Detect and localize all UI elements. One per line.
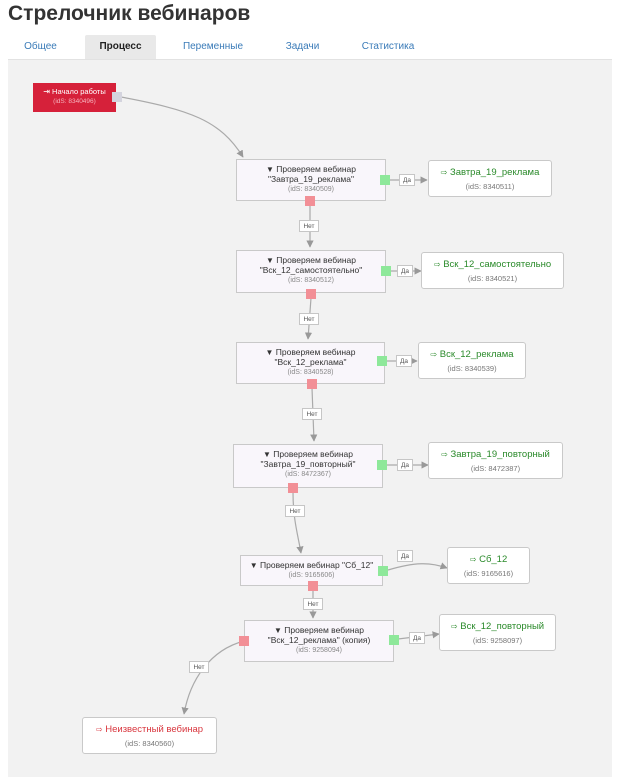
no-port-4[interactable] (288, 483, 298, 493)
goal-label: Вск_12_самостоятельно (443, 259, 552, 270)
goal-label: Сб_12 (479, 554, 508, 565)
condition-id: (idS: 9165606) (288, 572, 335, 579)
edge-label-yes: Да (397, 265, 413, 277)
goal-node-6[interactable]: ⇨ Вск_12_повторный (idS: 9258097) (439, 614, 556, 651)
tab-tasks[interactable]: Задачи (285, 41, 320, 52)
goal-id: (idS: 8472387) (470, 464, 521, 473)
no-port-2[interactable] (306, 289, 316, 299)
goal-id: (idS: 8340560) (124, 739, 175, 748)
edge-label-yes: Да (396, 355, 412, 367)
condition-title: Проверяем вебинар (284, 625, 364, 635)
tab-variables[interactable]: Переменные (182, 41, 244, 52)
yes-port-6[interactable] (389, 635, 399, 645)
edge-label-yes: Да (399, 174, 415, 186)
condition-node-6[interactable]: ▼ Проверяем вебинар "Вск_12_реклама" (ко… (244, 620, 394, 662)
condition-subtitle: "Завтра_19_повторный" (260, 459, 356, 469)
no-port-6[interactable] (239, 636, 249, 646)
sign-out-icon: ⇨ (450, 622, 458, 631)
condition-title: Проверяем вебинар (276, 164, 356, 174)
goal-node-unknown[interactable]: ⇨ Неизвестный вебинар (idS: 8340560) (82, 717, 217, 754)
edge-label-no: Нет (285, 505, 305, 517)
tab-bar: Общее Процесс Переменные Задачи Статисти… (8, 35, 612, 59)
sign-out-icon: ⇨ (440, 168, 448, 177)
goal-label: Вск_12_реклама (439, 349, 514, 360)
goal-node-5[interactable]: ⇨ Сб_12 (idS: 9165616) (447, 547, 530, 584)
start-id: (idS: 8340496) (53, 98, 96, 105)
filter-icon: ▼ (266, 256, 274, 265)
condition-title: Проверяем вебинар (276, 255, 356, 265)
tab-general[interactable]: Общее (24, 41, 57, 52)
filter-icon: ▼ (265, 348, 274, 357)
start-node[interactable]: ⇥ Начало работы (idS: 8340496) (33, 83, 116, 112)
page-title: Стрелочник вебинаров (8, 2, 251, 25)
condition-id: (idS: 8340528) (287, 369, 334, 376)
condition-title: Проверяем вебинар (275, 347, 356, 357)
condition-subtitle: "Вск_12_самостоятельно" (259, 265, 363, 275)
sign-out-icon: ⇨ (95, 725, 103, 734)
goal-id: (idS: 8340539) (447, 364, 497, 373)
edge-label-yes: Да (397, 550, 413, 562)
edge-label-no: Нет (299, 220, 319, 232)
goal-label: Завтра_19_повторный (450, 449, 550, 460)
goal-node-1[interactable]: ⇨ Завтра_19_реклама (idS: 8340511) (428, 160, 552, 197)
condition-node-1[interactable]: ▼ Проверяем вебинар "Завтра_19_реклама" … (236, 159, 386, 201)
start-label: Начало работы (52, 87, 106, 96)
condition-node-2[interactable]: ▼ Проверяем вебинар "Вск_12_самостоятель… (236, 250, 386, 293)
yes-port-5[interactable] (378, 566, 388, 576)
condition-id: (idS: 8472367) (285, 471, 331, 478)
tab-process[interactable]: Процесс (85, 35, 156, 59)
goal-node-4[interactable]: ⇨ Завтра_19_повторный (idS: 8472387) (428, 442, 563, 479)
edge-label-no: Нет (299, 313, 319, 325)
filter-icon: ▼ (274, 626, 282, 635)
condition-subtitle: "Завтра_19_реклама" (267, 174, 354, 184)
edge-label-yes: Да (409, 632, 425, 644)
goal-label: Завтра_19_реклама (449, 167, 540, 178)
start-output-port[interactable] (112, 92, 122, 102)
yes-port-2[interactable] (381, 266, 391, 276)
edge-label-no: Нет (189, 661, 209, 673)
goal-id: (idS: 9258097) (472, 636, 523, 645)
sign-out-icon: ⇨ (430, 350, 438, 359)
sign-in-icon: ⇥ (43, 87, 50, 96)
edge-label-no: Нет (302, 408, 322, 420)
condition-node-3[interactable]: ▼ Проверяем вебинар "Вск_12_реклама" (id… (236, 342, 385, 384)
edge-label-yes: Да (397, 459, 413, 471)
goal-id: (idS: 9165616) (463, 569, 514, 578)
edge-label-no: Нет (303, 598, 323, 610)
sign-out-icon: ⇨ (469, 555, 477, 564)
no-port-3[interactable] (307, 379, 317, 389)
yes-port-3[interactable] (377, 356, 387, 366)
filter-icon: ▼ (263, 450, 271, 459)
no-port-1[interactable] (305, 196, 315, 206)
goal-label: Неизвестный вебинар (105, 724, 204, 735)
condition-id: (idS: 8340509) (288, 186, 334, 193)
sign-out-icon: ⇨ (441, 450, 448, 459)
filter-icon: ▼ (266, 165, 274, 174)
goal-node-2[interactable]: ⇨ Вск_12_самостоятельно (idS: 8340521) (421, 252, 564, 289)
condition-title: Проверяем вебинар "Сб_12" (260, 560, 374, 570)
tab-statistics[interactable]: Статистика (361, 41, 415, 52)
sign-out-icon: ⇨ (433, 260, 441, 269)
filter-icon: ▼ (249, 561, 258, 570)
condition-id: (idS: 9258094) (296, 647, 342, 654)
goal-node-3[interactable]: ⇨ Вск_12_реклама (idS: 8340539) (418, 342, 526, 379)
condition-subtitle: "Вск_12_реклама" (274, 357, 347, 367)
yes-port-4[interactable] (377, 460, 387, 470)
goal-id: (idS: 8340511) (465, 182, 515, 191)
condition-subtitle: "Вск_12_реклама" (копия) (267, 635, 371, 645)
yes-port-1[interactable] (380, 175, 390, 185)
goal-id: (idS: 8340521) (467, 274, 518, 283)
condition-id: (idS: 8340512) (288, 277, 334, 284)
condition-node-4[interactable]: ▼ Проверяем вебинар "Завтра_19_повторный… (233, 444, 383, 488)
no-port-5[interactable] (308, 581, 318, 591)
goal-label: Вск_12_повторный (460, 621, 545, 632)
condition-title: Проверяем вебинар (273, 449, 353, 459)
